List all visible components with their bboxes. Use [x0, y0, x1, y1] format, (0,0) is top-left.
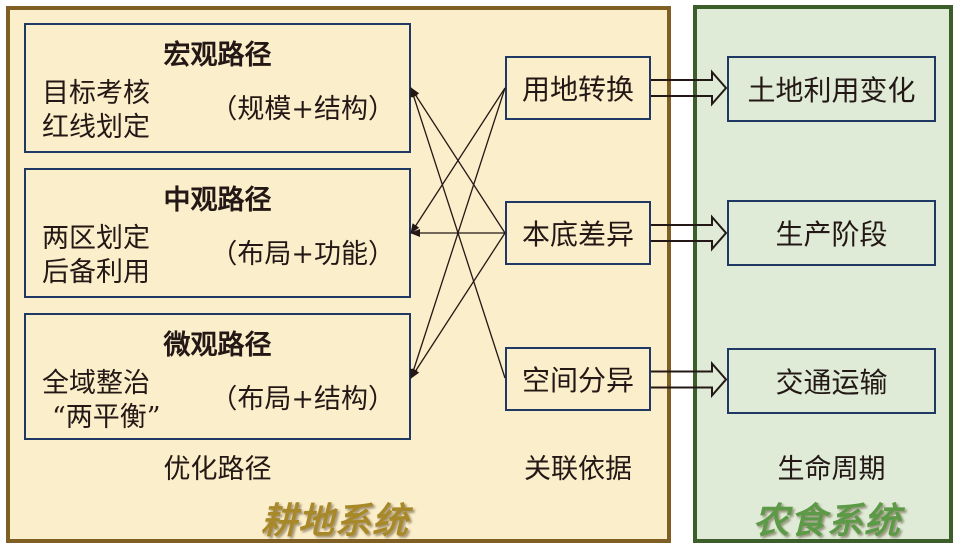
optimization-paths-label: 优化路径 — [163, 454, 272, 485]
food-system-title: 农食系统 — [752, 500, 901, 542]
baseline-difference-label: 本底差异 — [521, 218, 634, 251]
flow-arrow-baseline_difference-to-production_stage — [651, 214, 728, 252]
farmland-system-title: 耕地系统 — [260, 500, 409, 542]
macro-path-line2: 红线划定 — [42, 112, 150, 143]
micro-path-note: （布局+结构） — [210, 384, 395, 415]
land-conversion-label: 用地转换 — [521, 73, 634, 106]
macro-path-note: （规模+结构） — [210, 94, 395, 125]
link-spatial_differentiation-to-macro — [409, 87, 506, 379]
link-baseline_difference-to-micro — [410, 232, 506, 379]
meso-path-box: 中观路径 两区划定 后备利用 （布局+功能） — [24, 168, 411, 298]
link-baseline_difference-to-macro — [410, 87, 506, 234]
flow-arrow-land_conversion-to-land_use_change — [651, 69, 728, 107]
association-basis-label: 关联依据 — [524, 454, 632, 485]
baseline-difference-box: 本底差异 — [505, 201, 651, 265]
spatial-differentiation-box: 空间分异 — [505, 347, 651, 411]
macro-path-box: 宏观路径 目标考核 红线划定 （规模+结构） — [24, 23, 411, 153]
spatial-differentiation-label: 空间分异 — [521, 364, 634, 397]
meso-path-title: 中观路径 — [163, 185, 272, 216]
land-conversion-box: 用地转换 — [505, 56, 651, 120]
macro-path-title: 宏观路径 — [163, 40, 272, 71]
micro-path-line1: 全域整治 — [42, 368, 150, 399]
life-cycle-label: 生命周期 — [777, 454, 886, 485]
micro-path-line2: “两平衡” — [52, 402, 161, 433]
meso-path-line1: 两区划定 — [42, 223, 150, 254]
meso-path-note: （布局+功能） — [210, 239, 395, 270]
land-use-change-label: 土地利用变化 — [747, 74, 916, 107]
land-use-change-box: 土地利用变化 — [727, 56, 936, 122]
flow-arrow-spatial_differentiation-to-transportation — [651, 360, 728, 399]
production-stage-box: 生产阶段 — [727, 200, 936, 266]
transportation-box: 交通运输 — [727, 348, 936, 414]
macro-path-line1: 目标考核 — [42, 78, 150, 109]
micro-path-title: 微观路径 — [163, 330, 272, 361]
production-stage-label: 生产阶段 — [775, 218, 888, 251]
meso-path-line2: 后备利用 — [42, 257, 150, 288]
transportation-label: 交通运输 — [775, 366, 888, 399]
